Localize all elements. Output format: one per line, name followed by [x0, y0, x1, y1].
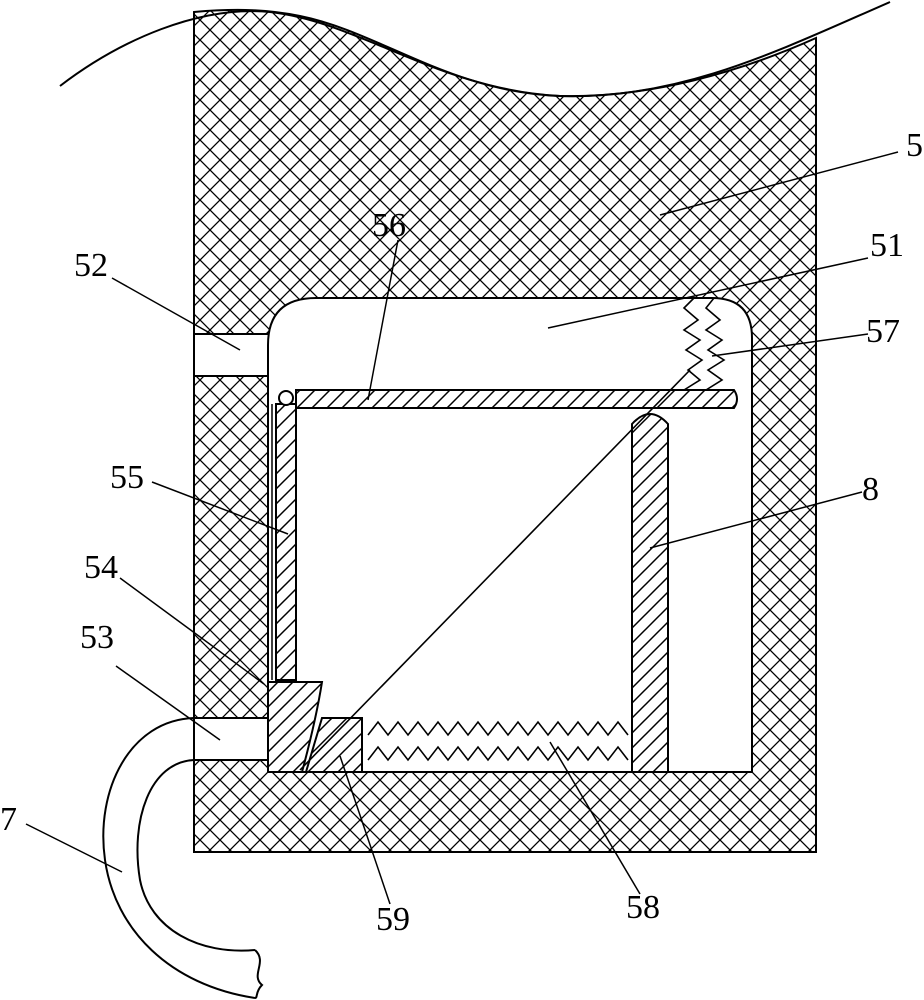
label-52: 52 — [74, 247, 108, 284]
label-7: 7 — [0, 801, 17, 838]
block-54 — [267, 681, 324, 773]
channel-52 — [194, 333, 268, 377]
pivot-icon — [278, 390, 294, 406]
label-59: 59 — [376, 901, 410, 938]
column-8 — [631, 413, 669, 773]
label-58: 58 — [626, 889, 660, 926]
plate-55 — [275, 403, 297, 681]
label-56: 56 — [372, 207, 406, 244]
label-8: 8 — [862, 471, 879, 508]
plate-56 — [295, 389, 738, 409]
label-54: 54 — [84, 549, 118, 586]
spring-57 — [682, 297, 704, 391]
chamber-51 — [267, 297, 753, 773]
spring-58 — [367, 720, 629, 737]
label-5: 5 — [906, 127, 923, 164]
label-51: 51 — [870, 227, 904, 264]
leader-lines — [25, 151, 899, 905]
label-55: 55 — [110, 459, 144, 496]
diagonal-link — [299, 369, 691, 771]
channel-53 — [194, 717, 268, 761]
label-53: 53 — [80, 619, 114, 656]
label-57: 57 — [866, 313, 900, 350]
pipe-7 — [102, 717, 256, 999]
